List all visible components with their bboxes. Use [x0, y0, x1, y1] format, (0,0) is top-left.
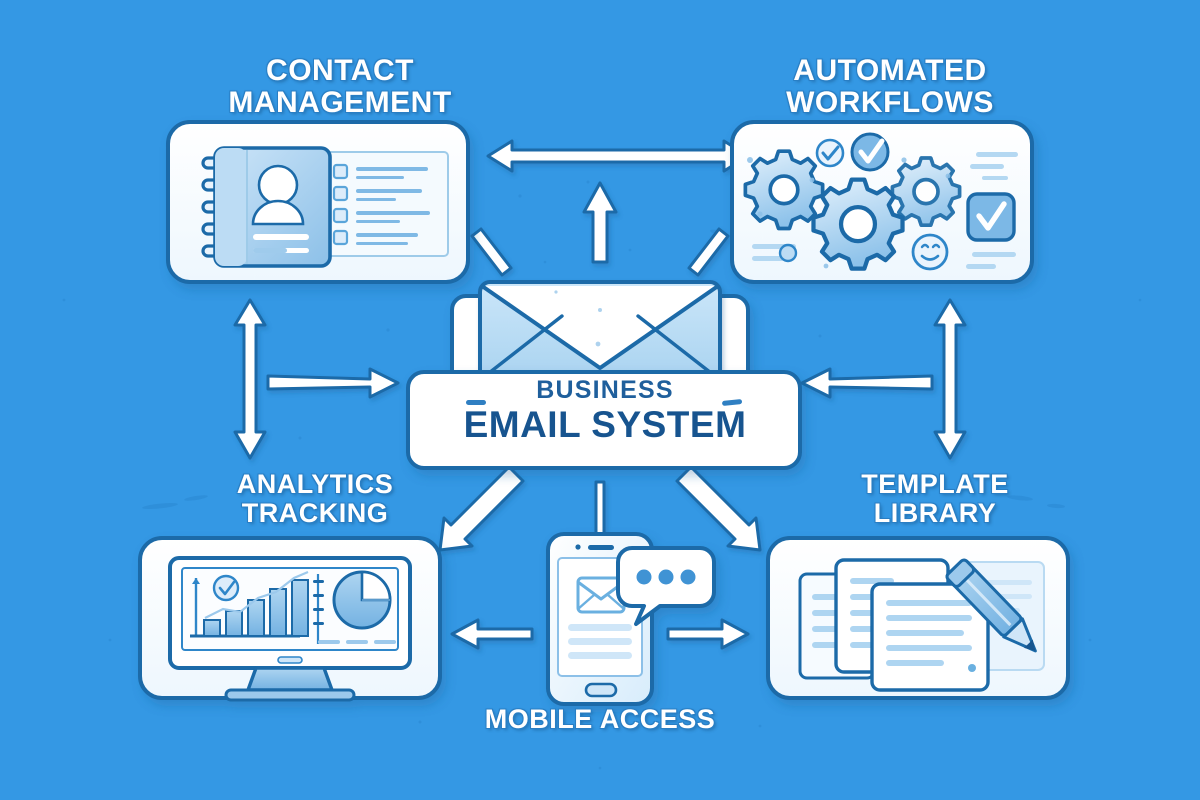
connector-mobile-to-analytics — [450, 618, 534, 650]
check-circle-small-icon — [815, 138, 845, 168]
card-template-library[interactable] — [766, 536, 1070, 700]
card-analytics-tracking[interactable] — [138, 536, 442, 702]
card-contact-management[interactable] — [166, 120, 470, 284]
speech-bubble-icon — [616, 546, 716, 626]
connector-right-into-center — [800, 367, 934, 399]
connector-center-up — [582, 181, 618, 264]
label-dashes — [466, 399, 743, 406]
connector-top-horizontal — [486, 139, 750, 173]
monitor-chart-icon — [168, 556, 412, 702]
center-email-system[interactable] — [406, 280, 802, 470]
card-automated-workflows[interactable] — [730, 120, 1034, 284]
connector-center-down-left — [438, 465, 525, 552]
documents-pencil-icon — [798, 558, 1045, 692]
icon-mobile-access[interactable] — [546, 532, 716, 706]
connector-left-into-center — [266, 367, 400, 399]
connector-right-vertical — [933, 298, 967, 460]
connector-center-down — [594, 480, 606, 536]
checkbox-icon — [966, 192, 1016, 242]
check-circle-filled-icon — [850, 132, 890, 172]
connector-left-vertical — [233, 298, 267, 460]
connector-tick-left — [470, 227, 513, 277]
connector-tick-right — [687, 227, 730, 277]
connector-mobile-to-template — [666, 618, 750, 650]
connector-center-down-right — [675, 465, 762, 552]
smiley-icon — [911, 233, 949, 271]
envelope-icon — [478, 280, 722, 384]
gears-icon — [743, 132, 1018, 271]
connectors-layer — [233, 139, 967, 650]
address-book-icon — [201, 146, 449, 268]
